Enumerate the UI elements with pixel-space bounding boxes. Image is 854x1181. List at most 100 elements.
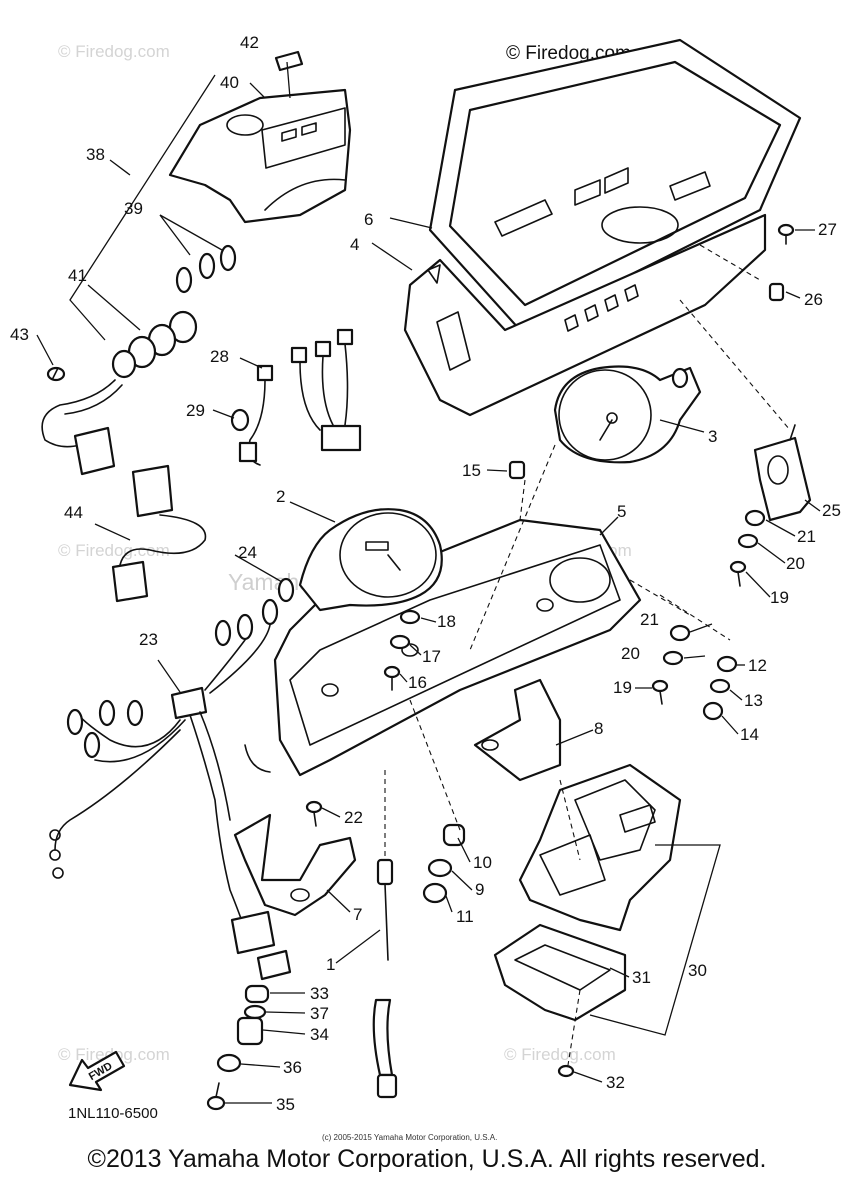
callout-19-right: 19 bbox=[770, 588, 789, 607]
callout-41: 41 bbox=[68, 266, 87, 285]
callout-40: 40 bbox=[220, 73, 239, 92]
part-39-bulbs bbox=[175, 244, 237, 294]
callout-16: 16 bbox=[408, 673, 427, 692]
callout-44: 44 bbox=[64, 503, 83, 522]
watermark-firedog-mid-left: © Firedog.com bbox=[58, 541, 170, 560]
footer-copyright: ©2013 Yamaha Motor Corporation, U.S.A. A… bbox=[87, 1145, 767, 1173]
part-24-bulb bbox=[277, 577, 295, 603]
callout-22: 22 bbox=[344, 808, 363, 827]
part-44-sub-harness bbox=[111, 464, 207, 603]
callout-11: 11 bbox=[456, 907, 474, 926]
part-25-switch bbox=[753, 424, 812, 522]
part-9-washer bbox=[427, 858, 453, 878]
callout-15: 15 bbox=[462, 461, 481, 480]
dashed-guide-10 bbox=[409, 699, 461, 831]
callout-36: 36 bbox=[283, 1058, 302, 1077]
callout-37: 37 bbox=[310, 1004, 329, 1023]
part-15-grommet bbox=[508, 460, 526, 480]
callout-17: 17 bbox=[422, 647, 441, 666]
part-20-washer-mid bbox=[662, 650, 684, 666]
dashed-guide-32 bbox=[567, 989, 581, 1066]
part-30-indicator-assembly bbox=[518, 763, 682, 932]
callout-6: 6 bbox=[364, 210, 373, 229]
part-31-panel bbox=[493, 923, 627, 1022]
part-16-screw bbox=[383, 665, 401, 691]
callout-43: 43 bbox=[10, 325, 29, 344]
part-26-grommet bbox=[768, 282, 785, 302]
callout-7: 7 bbox=[353, 905, 362, 924]
bracket-38 bbox=[69, 74, 216, 341]
part-35-bolt bbox=[206, 1082, 226, 1111]
part-36-washer bbox=[216, 1053, 242, 1073]
callout-numbers: 42 40 38 39 41 43 6 4 27 26 28 29 3 15 2… bbox=[10, 33, 841, 1114]
part-10-grommet bbox=[442, 823, 466, 847]
callout-42: 42 bbox=[240, 33, 259, 52]
leader-lines bbox=[36, 61, 821, 1104]
callout-39: 39 bbox=[124, 199, 143, 218]
part-18-washer bbox=[399, 609, 421, 625]
callout-28: 28 bbox=[210, 347, 229, 366]
bracket-30 bbox=[589, 844, 721, 1036]
part-19-bolt-right bbox=[729, 560, 747, 587]
callout-10: 10 bbox=[473, 853, 492, 872]
callout-20-mid: 20 bbox=[621, 644, 640, 663]
watermark-firedog-bottom-right: © Firedog.com bbox=[504, 1045, 616, 1064]
callout-9: 9 bbox=[475, 880, 484, 899]
part-27-screw bbox=[777, 223, 795, 245]
callout-14: 14 bbox=[740, 725, 759, 744]
callout-18: 18 bbox=[437, 612, 456, 631]
part-6-meter-cover bbox=[428, 38, 802, 332]
callout-26: 26 bbox=[804, 290, 823, 309]
callout-34: 34 bbox=[310, 1025, 329, 1044]
part-13-washer bbox=[709, 678, 731, 694]
part-14-grommet bbox=[702, 701, 724, 721]
part-43-screw bbox=[46, 366, 66, 382]
small-copyright: (c) 2005-2015 Yamaha Motor Corporation, … bbox=[322, 1133, 497, 1142]
callout-20-right: 20 bbox=[786, 554, 805, 573]
callout-30: 30 bbox=[688, 961, 707, 980]
callout-1: 1 bbox=[326, 955, 335, 974]
part-19-bolt-mid bbox=[651, 679, 669, 705]
dashed-guide-26 bbox=[699, 244, 761, 281]
dashed-guide-3 bbox=[469, 444, 556, 651]
callout-27: 27 bbox=[818, 220, 837, 239]
watermark-firedog-top-left: © Firedog.com bbox=[58, 42, 170, 61]
callout-21-right: 21 bbox=[797, 527, 816, 546]
callout-3: 3 bbox=[708, 427, 717, 446]
callout-13: 13 bbox=[744, 691, 763, 710]
dashed-guide-12 bbox=[659, 594, 731, 641]
part-37-collar bbox=[243, 1004, 267, 1020]
part-23-main-harness bbox=[49, 598, 292, 981]
part-34-spacer bbox=[236, 1016, 264, 1046]
part-1-speedometer-cable bbox=[372, 858, 398, 1099]
part-4-meter-case bbox=[403, 213, 767, 417]
callout-8: 8 bbox=[594, 719, 603, 738]
part-40-indicator-housing bbox=[168, 88, 352, 224]
part-29-bulb bbox=[230, 408, 250, 432]
part-2-speedometer bbox=[298, 508, 443, 612]
part-7-bracket bbox=[233, 813, 357, 917]
callout-24: 24 bbox=[238, 543, 257, 562]
part-33-grommet bbox=[244, 984, 270, 1004]
part-20-washer-right bbox=[737, 533, 759, 549]
dashed-guide-30 bbox=[559, 779, 581, 861]
part-17-washer bbox=[389, 634, 411, 650]
callout-31: 31 bbox=[632, 968, 651, 987]
part-22-bolt bbox=[305, 800, 323, 827]
callout-23: 23 bbox=[139, 630, 158, 649]
callout-25: 25 bbox=[822, 501, 841, 520]
part-3-tachometer bbox=[553, 365, 702, 464]
callout-21-mid: 21 bbox=[640, 610, 659, 629]
part-32-screw bbox=[557, 1064, 575, 1078]
callout-38: 38 bbox=[86, 145, 105, 164]
diagram-part-number: 1NL110-6500 bbox=[68, 1105, 158, 1122]
dashed-guide-21 bbox=[629, 579, 691, 616]
callout-19-mid: 19 bbox=[613, 678, 632, 697]
part-21-nut-mid bbox=[669, 624, 691, 642]
callout-12: 12 bbox=[748, 656, 767, 675]
callout-29: 29 bbox=[186, 401, 205, 420]
callout-5: 5 bbox=[617, 502, 626, 521]
callout-4: 4 bbox=[350, 235, 359, 254]
callout-32: 32 bbox=[606, 1073, 625, 1092]
